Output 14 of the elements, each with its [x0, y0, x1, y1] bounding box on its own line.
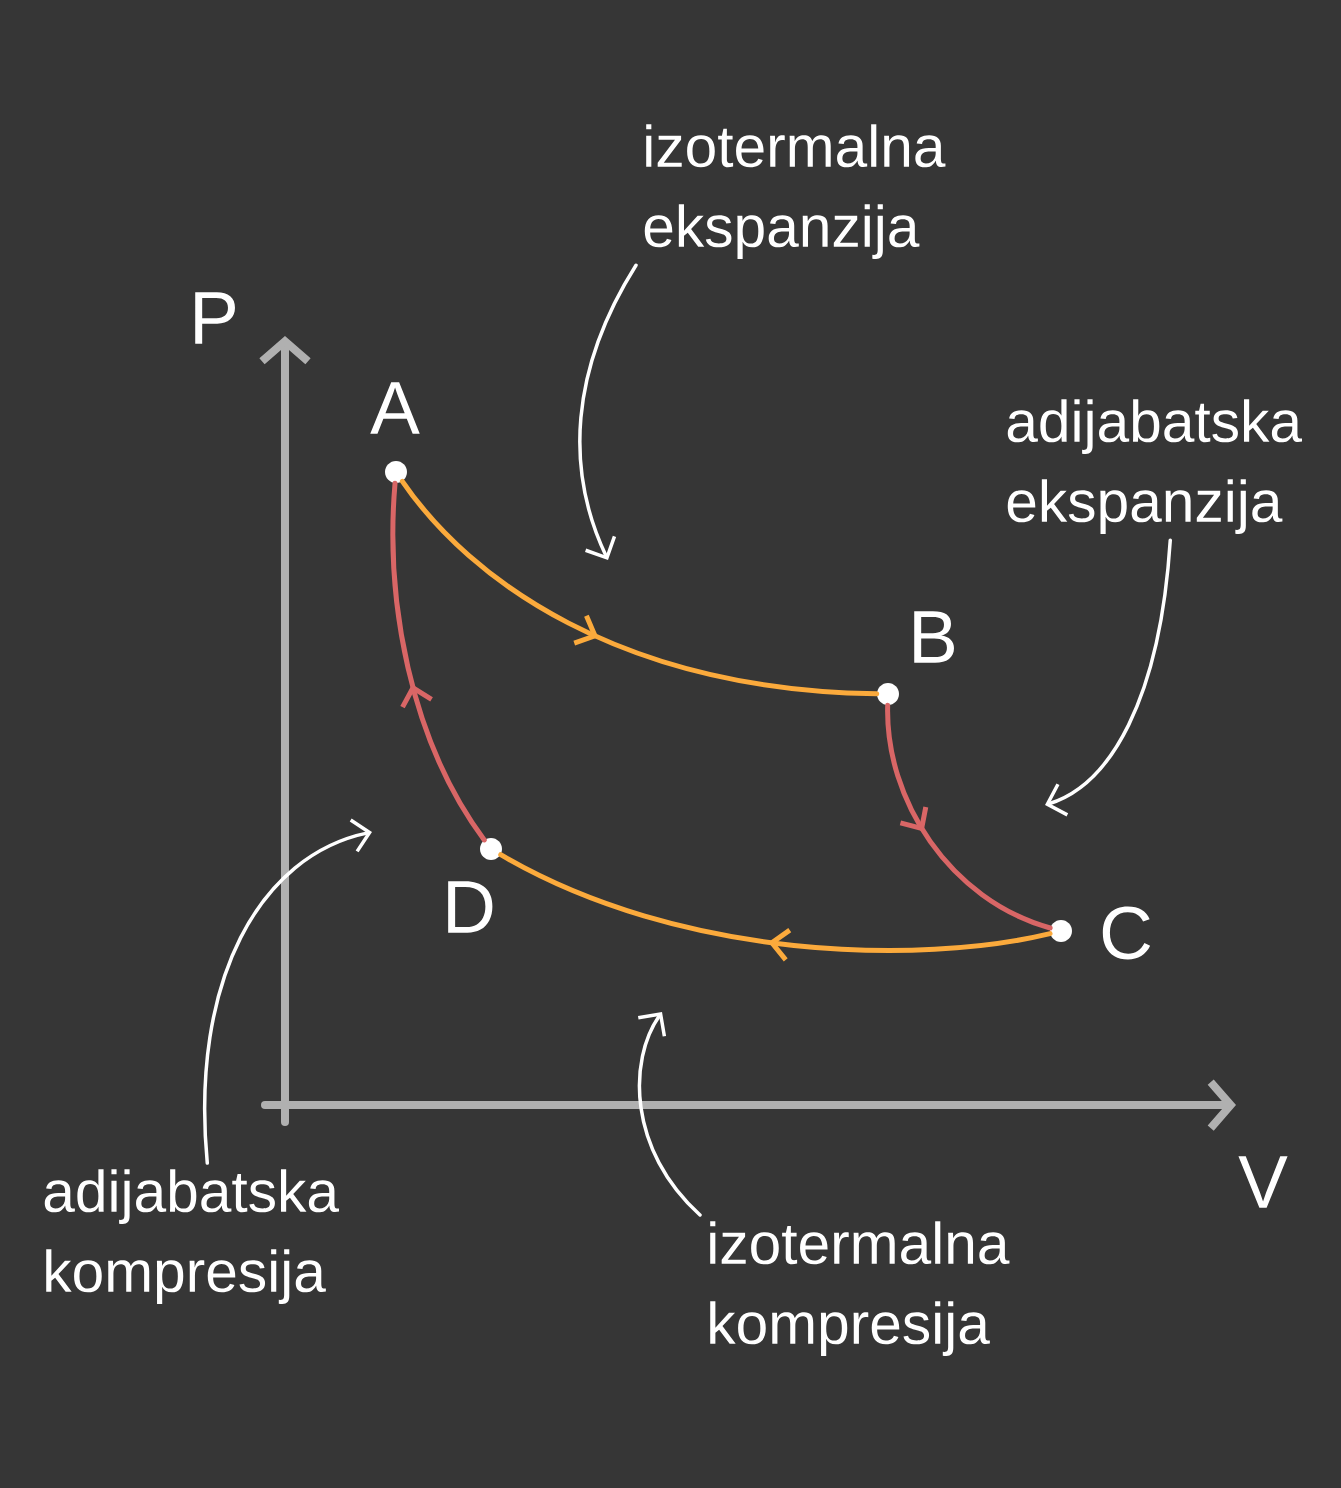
callout-text: adijabatska ekspanzija: [1007, 399, 1302, 534]
point-label: C: [1102, 906, 1151, 960]
axis-label: V: [1238, 1156, 1288, 1208]
callout-text: izotermalna ekspanzija: [644, 124, 946, 259]
callout-text: izotermalna kompresija: [710, 1221, 1010, 1356]
point-label: D: [448, 881, 493, 933]
leader-arrow: [203, 818, 372, 1165]
callout-text: adijabatska kompresija: [44, 1169, 339, 1304]
point-label: B: [914, 611, 954, 663]
leader-arrow: [1045, 538, 1172, 817]
axis-label: P: [195, 292, 235, 344]
leader-arrow: [578, 263, 638, 560]
point-label: A: [370, 382, 420, 434]
leader-arrow: [637, 1012, 702, 1217]
